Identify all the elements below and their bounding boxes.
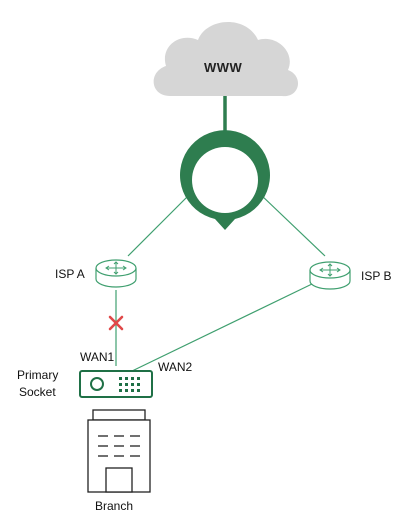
- hub-pin-inner: [192, 147, 258, 213]
- link-wan2: [129, 283, 313, 373]
- router-label-isp-a: ISP A: [55, 267, 85, 281]
- socket-leds: [119, 377, 140, 392]
- building-door: [105, 467, 133, 493]
- router-isp-b-icon[interactable]: [309, 261, 351, 290]
- link-hub-isp-b: [259, 193, 326, 257]
- site-label: Branch: [95, 499, 134, 513]
- router-arrows: [105, 261, 127, 275]
- internet-cloud: [153, 21, 299, 97]
- hub-pin: [179, 130, 271, 230]
- branch-building-icon: [87, 409, 151, 493]
- link-hub-isp-a: [127, 193, 191, 257]
- socket-label-line2: Socket: [19, 385, 56, 399]
- building-windows: [98, 435, 140, 457]
- wan2-label: WAN2: [158, 360, 193, 374]
- router-arrows: [319, 263, 341, 277]
- cloud-shape: [153, 21, 299, 97]
- link-failure-x-icon: [108, 315, 124, 331]
- cloud-label: WWW: [204, 60, 243, 75]
- building-roof: [92, 409, 146, 421]
- socket-device-icon[interactable]: [79, 370, 153, 398]
- wan1-label: WAN1: [80, 350, 115, 364]
- socket-port: [90, 377, 104, 391]
- router-isp-a-icon[interactable]: [95, 259, 137, 288]
- socket-label-line1: Primary: [17, 368, 59, 382]
- router-label-isp-b: ISP B: [361, 269, 392, 283]
